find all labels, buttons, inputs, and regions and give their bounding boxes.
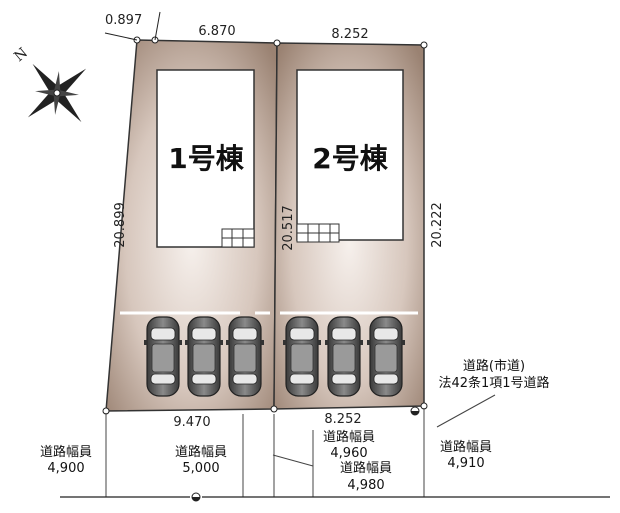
- building-1-footprint: [156, 69, 255, 248]
- compass-rose-icon: [27, 63, 87, 123]
- parked-car-icon: [226, 316, 264, 397]
- road-width-5-label: 道路幅員: [440, 439, 492, 455]
- dim-left-side: 20.899: [113, 202, 128, 248]
- road-width-4-label: 道路幅員: [340, 460, 392, 476]
- building-2-label: 2号棟: [312, 142, 388, 175]
- road-type-line2: 法42条1項1号道路: [438, 375, 549, 391]
- building-2-footprint: [296, 69, 404, 241]
- building-1-label: 1号棟: [168, 142, 244, 175]
- boundary-marker: [410, 406, 420, 416]
- dim-bottom-lot2: 8.252: [324, 412, 361, 427]
- compass-north-label: N: [11, 45, 31, 65]
- road-width-4-value: 4,980: [347, 478, 384, 493]
- road-lines: [60, 394, 610, 498]
- road-edge-marker: [191, 492, 201, 502]
- road-width-2-value: 5,000: [182, 461, 219, 476]
- parked-car-icon: [144, 316, 182, 397]
- parked-car-icon: [283, 316, 321, 397]
- dimension-ticks: [104, 11, 161, 41]
- parking-cars: [144, 316, 405, 397]
- porch-2: [296, 223, 340, 243]
- dim-top-lot2: 8.252: [331, 27, 368, 42]
- road-width-3-label: 道路幅員: [323, 429, 375, 445]
- parked-car-icon: [367, 316, 405, 397]
- road-width-3-value: 4,960: [330, 446, 367, 461]
- road-width-2-label: 道路幅員: [175, 444, 227, 460]
- porch-1: [221, 228, 255, 248]
- parked-car-icon: [185, 316, 223, 397]
- dim-right-side: 20.222: [430, 202, 445, 248]
- dim-top-lot1: 6.870: [198, 24, 235, 39]
- road-width-1-value: 4,900: [47, 461, 84, 476]
- road-width-1-label: 道路幅員: [40, 444, 92, 460]
- lot-corner-points: [102, 36, 428, 415]
- road-type-line1: 道路(市道): [463, 358, 525, 374]
- dim-middle: 20.517: [281, 205, 296, 251]
- dim-top-left-small: 0.897: [105, 13, 142, 28]
- dim-bottom-lot1: 9.470: [173, 415, 210, 430]
- parked-car-icon: [325, 316, 363, 397]
- road-width-5-value: 4,910: [447, 456, 484, 471]
